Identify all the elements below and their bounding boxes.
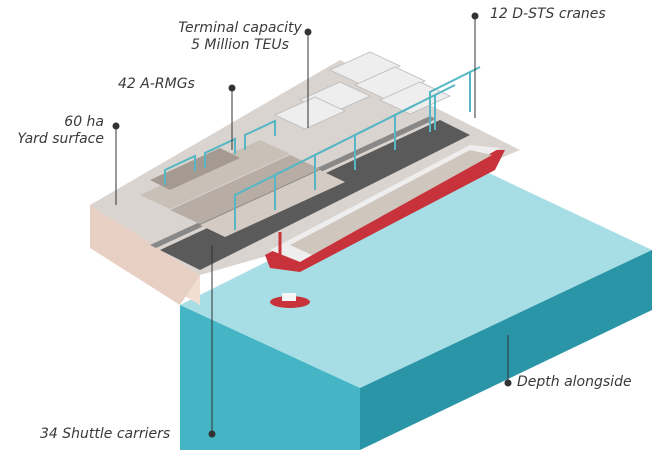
depth-alongside-callout: Depth alongside — [517, 374, 632, 390]
terminal-capacity-line1: Terminal capacity — [178, 20, 302, 36]
yard-surface-callout: 60 ha Yard surface — [0, 114, 104, 148]
yard-surface-line1: 60 ha — [64, 114, 104, 130]
rmg-cranes-callout: 42 A-RMGs — [118, 76, 195, 92]
yard-left-edge — [90, 205, 200, 305]
water-front-face — [180, 305, 360, 450]
leader-lines — [112, 12, 512, 438]
rmg-crane-icon — [164, 119, 276, 185]
container-ship-icon — [265, 145, 505, 272]
water-side-face — [360, 250, 652, 450]
sts-cranes-callout: 12 D-STS cranes — [490, 6, 606, 22]
yard-surface-line2: Yard surface — [17, 131, 104, 147]
tugboat-icon — [270, 293, 310, 308]
shuttle-carriers-callout: 34 Shuttle carriers — [40, 426, 171, 442]
quay-rail — [150, 116, 436, 248]
water-top — [180, 150, 652, 388]
terminal-capacity-line2: 5 Million TEUs — [191, 37, 289, 53]
sts-crane-icon — [234, 66, 481, 230]
terminal-capacity-callout: Terminal capacity 5 Million TEUs — [155, 20, 325, 54]
